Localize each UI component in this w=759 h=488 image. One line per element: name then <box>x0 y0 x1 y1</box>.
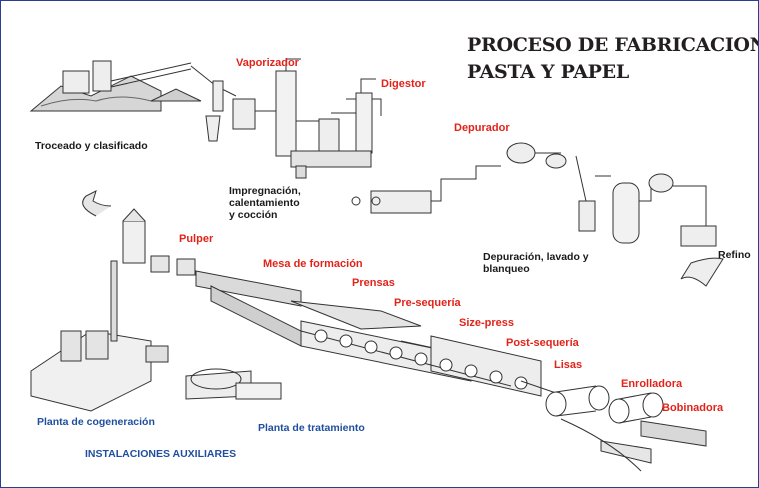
label-size-press: Size-press <box>459 317 515 329</box>
label-troceado: Troceado y clasificado <box>35 140 148 152</box>
label-pulper: Pulper <box>179 233 214 245</box>
cooking-section-drawing <box>205 58 461 214</box>
label-refino: Refino <box>718 249 751 261</box>
label-bobinadora: Bobinadora <box>662 402 724 414</box>
diagram-title-line-1: PROCESO DE FABRICACION <box>467 34 759 56</box>
label-enrolladora: Enrolladora <box>621 378 683 390</box>
label-post-sequeria: Post-sequería <box>506 337 579 349</box>
label-vaporizador: Vaporizador <box>236 57 299 69</box>
auxiliary-plants-drawing <box>30 260 282 412</box>
label-lisas: Lisas <box>554 359 583 371</box>
label-planta-cogeneracion: Planta de cogeneración <box>37 416 155 428</box>
label-depurador: Depurador <box>454 122 510 134</box>
label-instalaciones-auxiliares: INSTALACIONES AUXILIARES <box>85 448 237 460</box>
pulper-drawing <box>82 190 196 276</box>
chip-yard-drawing <box>29 60 237 112</box>
label-pre-sequeria: Pre-sequería <box>394 297 461 309</box>
label-prensas: Prensas <box>352 277 395 289</box>
label-planta-tratamiento: Planta de tratamiento <box>258 422 365 434</box>
paper-machine-drawing <box>195 270 557 397</box>
screening-section-drawing <box>461 142 724 287</box>
reel-drawing <box>545 385 707 472</box>
label-impregnacion: Impregnación, calentamiento y cocción <box>229 185 301 222</box>
label-mesa-de-formacion: Mesa de formación <box>263 258 363 270</box>
diagram-title-line-2: PASTA Y PAPEL <box>467 61 629 83</box>
label-digestor: Digestor <box>381 78 426 90</box>
label-depuracion: Depuración, lavado y blanqueo <box>483 251 589 276</box>
